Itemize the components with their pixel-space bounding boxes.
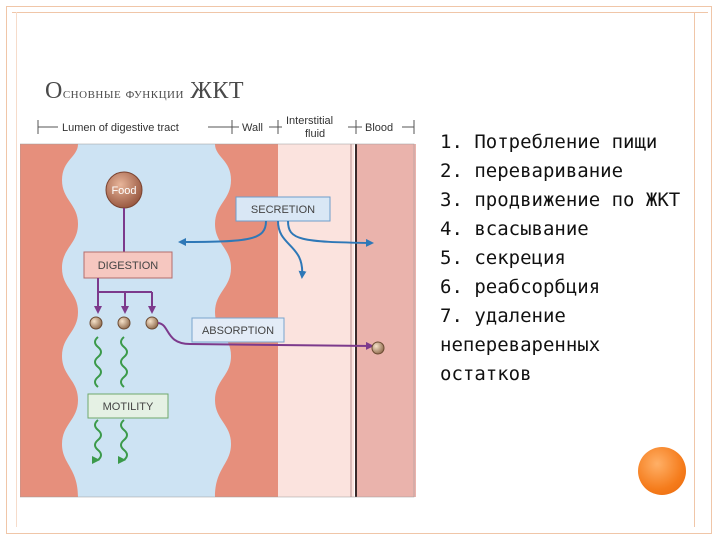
functions-list: 1. Потребление пищи 2. переваривание 3. … [440, 128, 690, 389]
absorption-label: ABSORPTION [202, 325, 274, 337]
function-item-3: 3. продвижение по ЖКТ [440, 189, 681, 211]
secretion-arrow-blood [287, 220, 374, 247]
absorbed-ball [371, 341, 385, 355]
wall-label: Wall [242, 122, 263, 134]
function-item-1: 1. Потребление пищи [440, 131, 658, 153]
decorative-orange-circle [638, 447, 686, 495]
frame-line-right [694, 12, 695, 527]
digestion-label: DIGESTION [98, 260, 159, 272]
region-header: Lumen of digestive tract Wall Interstiti… [37, 112, 415, 142]
motility-wave-right-upper [120, 336, 128, 388]
gi-functions-diagram: Lumen of digestive tract Wall Interstiti… [20, 112, 416, 498]
interstitial-label-line1: Interstitial [286, 115, 333, 127]
slide-frame [6, 6, 712, 534]
blood-region [356, 144, 416, 497]
nutrient-ball-1 [89, 316, 103, 330]
frame-line-top [12, 12, 708, 13]
motility-box [87, 393, 169, 419]
function-item-4: 4. всасывание [440, 218, 589, 240]
secretion-arrow-lumen [178, 220, 267, 246]
slide-title: Основные функции ЖКТ [45, 78, 244, 105]
motility-wave-left-upper [94, 336, 102, 388]
title-initial: О [45, 78, 63, 104]
motility-wave-right-lower [120, 419, 132, 462]
secretion-label: SECRETION [251, 204, 315, 216]
diagram-border [20, 143, 415, 498]
absorption-arrow [157, 322, 374, 350]
secretion-arrow-interstitial [277, 220, 307, 279]
title-small-caps: сновные функции [62, 85, 184, 102]
function-item-2: 2. переваривание [440, 160, 624, 182]
function-item-7: 7. удаление непереваренных остатков [440, 305, 601, 385]
blood-label: Blood [365, 122, 393, 134]
interstitial-label-line2: fluid [305, 128, 325, 140]
function-item-5: 5. секреция [440, 247, 566, 269]
motility-label: MOTILITY [103, 401, 154, 413]
frame-line-left [16, 12, 17, 527]
nutrient-ball-2 [117, 316, 131, 330]
motility-wave-left-lower [94, 419, 106, 462]
absorption-box [191, 317, 285, 343]
secretion-box [235, 196, 331, 222]
digestion-box [83, 251, 173, 279]
nutrient-ball-3 [145, 316, 159, 330]
lumen-label: Lumen of digestive tract [62, 122, 179, 134]
title-rest: ЖКТ [183, 78, 245, 104]
function-item-6: 6. реабсорбция [440, 276, 601, 298]
food-label: Food [111, 185, 136, 197]
intestinal-wall [20, 144, 78, 497]
